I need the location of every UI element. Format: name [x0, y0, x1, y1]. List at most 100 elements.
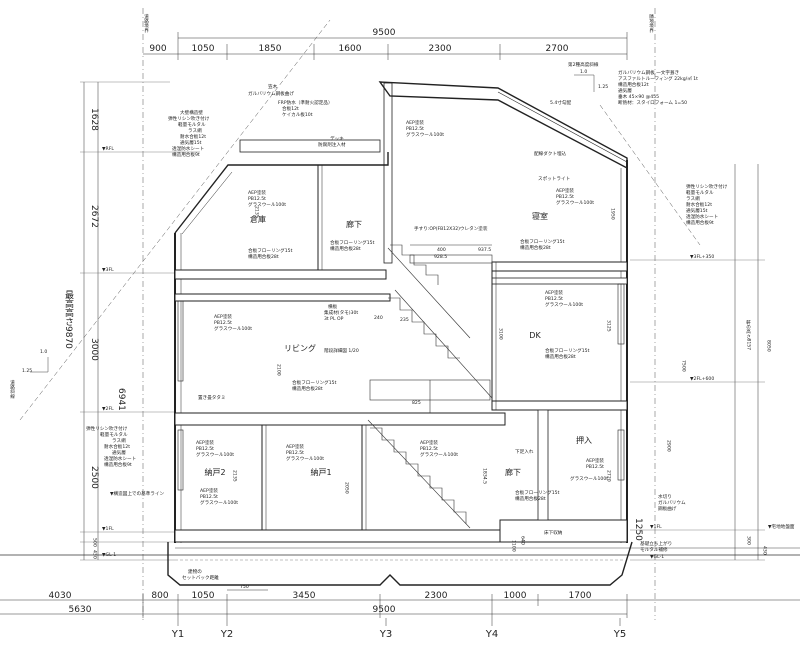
hall3-floor-1: 合板フローリング15t — [330, 239, 375, 246]
deck — [239, 139, 381, 153]
nando1-note-1: AEP塗装 — [286, 443, 304, 450]
deck-note-1: FRP防水（準耐火認定品） — [278, 99, 333, 106]
sd-3: 928.5 — [434, 254, 447, 260]
right-dimensions: ▼3FL+350 ▼2FL+600 ▼1FL ▼GL-1 ▼宅地地盤面 軒の高さ… — [630, 164, 795, 561]
wall-right-2: 軽量モルタル — [686, 189, 714, 196]
base-line-note: ▼構造図上での基準ライン — [110, 490, 164, 497]
hall1-floor-2: 構造用合板28t — [515, 495, 546, 502]
room-bedroom: 寝室 — [532, 211, 548, 221]
top-seg-1: 1050 — [192, 44, 215, 54]
road-boundary-label: 道路境界 — [144, 13, 149, 34]
bottom-overall: 9500 — [373, 605, 396, 615]
level-2fl: ▼2FL — [102, 406, 114, 412]
sd-14: 2720 — [606, 470, 612, 482]
axis-y4: Y4 — [485, 629, 498, 640]
dim-sub-total: 6941 — [116, 388, 126, 411]
deck-label-1: デッキ — [330, 135, 344, 142]
storage-floor-2: 構造用合板28t — [248, 253, 279, 260]
board-note-2: 集成材(タモ)30t — [324, 309, 358, 316]
ceiling-note-1: AEP塗装 — [406, 119, 424, 126]
setback-note-2: セットバック距離 — [182, 574, 219, 581]
sd-10: 2050 — [344, 482, 350, 494]
floor-gf-right — [499, 519, 628, 543]
rlevel-site: ▼宅地地盤面 — [768, 523, 795, 530]
rlevel-2fl: ▼2FL+600 — [690, 376, 714, 382]
wall-left-8: 構造用合板9t — [172, 151, 200, 158]
rdim-a: 7500 — [681, 360, 687, 372]
rlevel-1fl: ▼1FL — [650, 524, 662, 530]
top-overall-dim: 9500 — [373, 28, 396, 38]
top-seg-3: 1600 — [339, 44, 362, 54]
axis-y1: Y1 — [171, 629, 184, 640]
sd-17: 1100 — [511, 540, 517, 552]
nando2-floor-1: AEP塗装 — [200, 487, 218, 494]
wall-1f-3: ラス網 — [112, 437, 126, 444]
roof-note-5: 垂木 45×90 @455 — [618, 93, 659, 100]
foundation — [167, 541, 633, 586]
bottom-seg-2: 1050 — [192, 591, 215, 601]
deck-note-3: ケイカル板10t — [282, 111, 313, 118]
living-floor-1: 合板フローリング15t — [292, 379, 337, 386]
sd-5: 937.5 — [478, 247, 491, 253]
dim-floor3: 2672 — [89, 205, 99, 228]
top-offset-dim: 900 — [149, 44, 166, 54]
height-slope-ratio-b: 1.25 — [598, 84, 608, 90]
roof-notes: ガルバリウム鋼板 一文字葺き アスファルトルーフィング 22kg/㎡ 1t 構造… — [248, 69, 698, 148]
ceiling-note-3: グラスウール100t — [406, 131, 444, 138]
closet-note-2: PB12.5t — [586, 464, 604, 470]
stair-detail-note: 階段詳細図 1/20 — [324, 347, 359, 354]
roof-note-3: 構造用合板12t — [618, 81, 649, 88]
slope-lines: 道路斜線 1.0 1.25 第2種高度斜線 1.0 1.25 — [10, 19, 701, 421]
interior-dims: 240 235 928.5 400 937.5 825 2100 2135 18… — [232, 206, 616, 552]
rail-note: 手すり:OP(FB12X32)ウレタン塗装 — [414, 225, 488, 232]
room-storage: 倉庫 — [250, 214, 266, 224]
floor-dk — [491, 400, 628, 411]
storage-note-1: AEP塗装 — [248, 189, 266, 196]
wall-right-4: 耐水合板12t — [686, 201, 712, 208]
window-note-2: ガルバリウム鋼板曲げ — [248, 90, 294, 97]
storage-floor-1: 合板フローリング15t — [248, 247, 293, 254]
top-dimensions: 9500 900 1050 1850 1600 2300 2700 — [143, 28, 628, 60]
board-note-3: 3t PL OP — [324, 316, 344, 322]
sd-2: 235 — [400, 317, 409, 323]
wall-left-4: ラス網 — [188, 127, 202, 134]
level-rfl: ▼RFL — [102, 146, 114, 152]
foundation-note-2: モルタル補修 — [640, 546, 668, 553]
nando2-note-3: グラスウール100t — [196, 451, 234, 458]
setback-note-1: 建物の — [188, 568, 202, 575]
wall-right-7: 構造用合板9t — [686, 219, 714, 226]
road-slope-ratio-a: 1.0 — [40, 349, 47, 355]
flashing-note-2: ガルバリウム — [658, 499, 686, 506]
finish-notes: AEP塗装 PB12.5t グラスウール100t AEP塗装 PB12.5t グ… — [196, 119, 608, 506]
bedroom-floor-1: 合板フローリング15t — [520, 238, 565, 245]
roof-note-4: 通気層 — [618, 87, 632, 94]
bedroom-note-3: グラスウール100t — [556, 199, 594, 206]
bottom-seg-5: 1000 — [504, 591, 527, 601]
height-slope-label: 第2種高度斜線 — [568, 61, 599, 68]
sd-16: 640 — [520, 536, 526, 545]
storage-note-2: PB12.5t — [248, 196, 266, 202]
wall-right-6: 透湿防水シート — [686, 213, 718, 220]
axis-y2: Y2 — [220, 629, 233, 640]
wall-left-6: 通気層15t — [180, 139, 202, 146]
stair-note-3: グラスウール100t — [420, 451, 458, 458]
dim-total-height: 最高高さ9870 — [63, 290, 74, 349]
rdim-eave: 軒の高さ8157 — [746, 320, 752, 350]
room-labels: 倉庫 廊下 寝室 リビング DK 納戸2 納戸1 廊下 押入 — [204, 211, 592, 477]
duct-note: 配線ダクト埋込 — [534, 150, 567, 157]
underfloor-storage: 床下収納 — [544, 529, 563, 536]
bottom-left-total: 5630 — [69, 605, 92, 615]
rdim-b: 8050 — [766, 340, 772, 352]
wall-notes-1f: 弾性リシン吹き付け 軽量モルタル ラス網 耐水合板12t 通気層 透湿防水シート… — [86, 425, 164, 497]
floor-3f — [174, 269, 387, 280]
dim-base2: 430 — [92, 550, 98, 559]
board-note-1: 横板 — [328, 303, 338, 310]
stair-note-1: AEP塗装 — [420, 439, 438, 446]
rlevel-gl: ▼GL-1 — [650, 554, 664, 560]
wall-1f-6: 透湿防水シート — [104, 455, 136, 462]
sd-9: 1834.5 — [482, 468, 488, 484]
living-note-2: PB12.5t — [214, 320, 232, 326]
sd-1: 240 — [374, 315, 383, 321]
sd-11: 1950 — [610, 208, 616, 220]
room-hall-1f: 廊下 — [505, 467, 521, 477]
